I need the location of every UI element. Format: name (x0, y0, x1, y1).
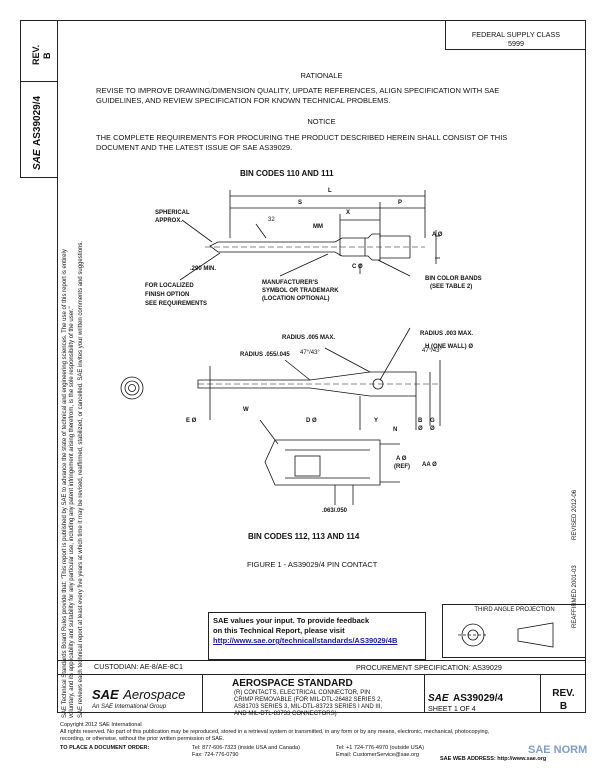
d2-radius055: RADIUS .055/.045 (240, 352, 290, 358)
title-doc-num: AS39029/4 (453, 693, 504, 704)
title-doc-sae: SAE (428, 693, 449, 704)
figure-caption: FIGURE 1 - AS39029/4 PIN CONTACT (247, 560, 378, 569)
drawing2-title: BIN CODES 112, 113 AND 114 (248, 532, 360, 541)
d1-manufacturer: MANUFACTURER'S (262, 280, 319, 286)
d1-p: P (398, 200, 403, 206)
d1-s: S (298, 200, 303, 206)
fax: Fax: 724-776-0790 (192, 752, 239, 758)
aerospace-standard: AEROSPACE STANDARD (232, 678, 353, 689)
brand-sae: SAE (92, 687, 119, 702)
d1-spherical: SPHERICAL (155, 210, 190, 216)
d1-mm: MM (313, 224, 323, 230)
d1-location: (LOCATION OPTIONAL) (262, 296, 330, 302)
pin-drawing-1 (179, 190, 440, 281)
fsc-box: FEDERAL SUPPLY CLASS 5999 (445, 20, 586, 50)
d2-d: D Ø (306, 418, 317, 424)
brand-sub: An SAE International Group (92, 704, 167, 710)
sae-aerospace-logo: SAE Aerospace An SAE International Group (92, 686, 185, 710)
title-rev-value: B (559, 701, 568, 712)
d1-see-table: (SEE TABLE 2) (430, 284, 473, 290)
tel-usa: Tel: 877-606-7323 (inside USA and Canada… (192, 745, 300, 751)
web-address[interactable]: SAE WEB ADDRESS: http://www.sae.org (440, 756, 547, 762)
d2-w: W (243, 407, 249, 413)
d1-l: L (328, 188, 332, 194)
d2-dim063: .063/.050 (322, 508, 348, 514)
copyright-3: recording, or otherwise, without the pri… (60, 736, 225, 742)
d2-aa: AA Ø (422, 462, 437, 468)
feedback-link[interactable]: http://www.sae.org/technical/standards/A… (213, 636, 398, 645)
d1-c: C Ø (352, 264, 363, 270)
d1-approx: APPROX. (155, 218, 183, 224)
title-doc-number: SAE AS39029/4 (428, 688, 503, 706)
d1-localized: FOR LOCALIZED (145, 283, 194, 289)
projection-label: THIRD ANGLE PROJECTION (474, 607, 555, 613)
title-desc-4: AND MIL-DTL-83733 CONNECTORS) (234, 711, 337, 717)
projection-box: THIRD ANGLE PROJECTION (442, 604, 586, 658)
title-desc-2: CRIMP REMOVABLE (FOR MIL-DTL-26482 SERIE… (234, 697, 383, 703)
rationale-line-2: GUIDELINES, AND REVIEW SPECIFICATION FOR… (96, 96, 391, 105)
side-rev-box: REV. B (20, 20, 57, 82)
title-rev-label: REV. (552, 688, 575, 699)
d1-symbol: SYMBOL OR TRADEMARK (262, 288, 339, 294)
d2-g: G (430, 418, 435, 424)
d1-deg: 32 (268, 217, 275, 223)
d2-a2: A Ø (396, 456, 407, 462)
notice-line-2: DOCUMENT AND THE LATEST ISSUE OF SAE AS3… (96, 143, 293, 152)
side-docnum-box: SAE AS39029/4 (20, 82, 57, 178)
rationale-line-1: REVISE TO IMPROVE DRAWING/DIMENSION QUAL… (96, 86, 500, 95)
d2-n: N (393, 427, 398, 433)
copyright-1: Copyright 2012 SAE International (60, 722, 142, 728)
d2-g2: Ø (430, 426, 435, 432)
projection-symbol (458, 622, 554, 648)
d2-angle1: 47°/43° (300, 350, 320, 356)
fsc-label: FEDERAL SUPPLY CLASS (471, 30, 561, 39)
notice-line-1: THE COMPLETE REQUIREMENTS FOR PROCURING … (96, 133, 508, 142)
feedback-line-1: SAE values your input. To provide feedba… (213, 616, 370, 625)
d2-b2: Ø (418, 426, 423, 432)
feedback-box: SAE values your input. To provide feedba… (208, 612, 426, 660)
revised-note: REVISED 2012-06 (572, 489, 578, 540)
d1-a: A Ø (432, 232, 443, 238)
d1-finish: FINISH OPTION (145, 292, 190, 298)
d2-e: E Ø (186, 418, 197, 424)
copyright-2: All rights reserved. No part of this pub… (60, 729, 490, 735)
sheet-label: SHEET 1 OF 4 (428, 704, 476, 713)
brand-aerospace: Aerospace (123, 687, 186, 702)
d1-x: X (346, 210, 351, 216)
order-label: TO PLACE A DOCUMENT ORDER: (60, 745, 150, 751)
notice-title: NOTICE (307, 117, 336, 126)
drawing1-title: BIN CODES 110 AND 111 (240, 169, 334, 178)
drawing-frame (57, 20, 586, 713)
title-desc: (R) CONTACTS, ELECTRICAL CONNECTOR, PIN … (234, 690, 382, 718)
procurement-label: PROCUREMENT SPECIFICATION: AS39029 (356, 663, 502, 672)
sae-norm-watermark: SAE NORM (528, 744, 588, 756)
custodian-label: CUSTODIAN: AE-8/AE-8C1 (94, 662, 183, 671)
d2-y: Y (374, 418, 379, 424)
d2-angle2: 47°/43° (422, 348, 442, 354)
d1-see-req: SEE REQUIREMENTS (145, 301, 208, 307)
tel-intl: Tel: +1 724-776-4970 (outside USA) (336, 745, 424, 751)
d2-h: H (ONE WALL) Ø (425, 344, 473, 350)
feedback-line-2: on this Technical Report, please visit (213, 626, 345, 635)
d2-radius003: RADIUS .003 MAX. (420, 331, 474, 337)
email: Email: CustomerService@sae.org (336, 752, 419, 758)
d2-ref: (REF) (394, 464, 410, 470)
d1-bin-color: BIN COLOR BANDS (425, 276, 482, 282)
side-rev-title: REV. (31, 44, 41, 65)
rationale-title: RATIONALE (300, 71, 343, 80)
side-sae-logo: SAE (32, 149, 43, 170)
fsc-value: 5999 (508, 39, 524, 48)
side-doc-number: AS39029/4 (32, 95, 43, 146)
side-rev-value: B (42, 52, 52, 60)
title-desc-1: (R) CONTACTS, ELECTRICAL CONNECTOR, PIN (234, 690, 371, 696)
title-desc-3: AS81703 SERIES 3, MIL-DTL-83723 SERIES I… (234, 704, 383, 710)
d2-b: B (418, 418, 423, 424)
d1-dia290: .290 MIN. (190, 266, 217, 272)
pin-drawing-2 (120, 327, 441, 505)
d2-radius005: RADIUS .005 MAX. (282, 335, 336, 341)
